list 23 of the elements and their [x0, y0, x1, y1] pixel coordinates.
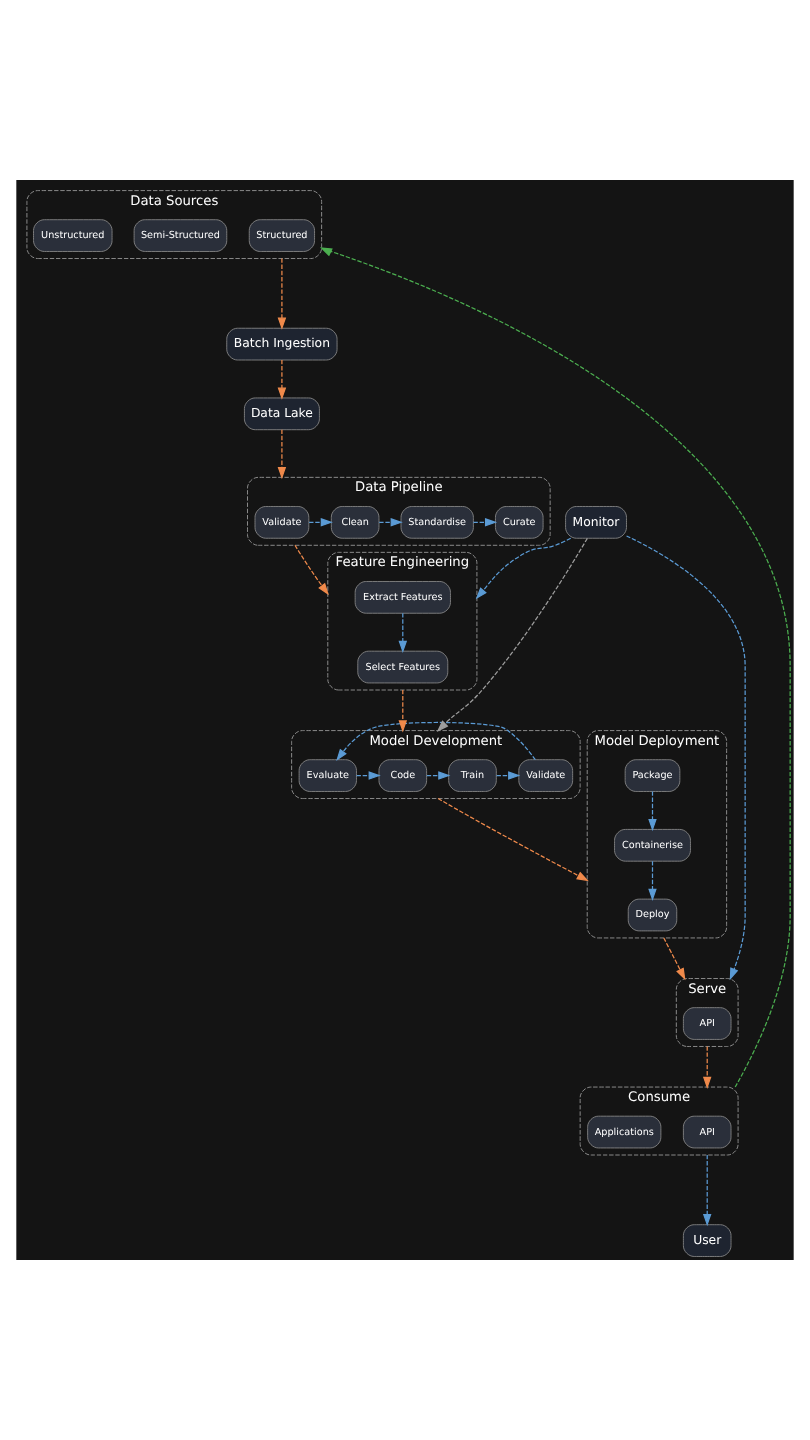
arrow: [663, 937, 686, 981]
arrow: [398, 689, 408, 733]
arrow: [319, 247, 791, 1088]
arrow: [472, 518, 498, 527]
arrow: [648, 860, 657, 901]
arrow: [378, 518, 403, 527]
arrow: [426, 771, 451, 780]
arrow: [277, 359, 287, 400]
arrow: [277, 257, 287, 330]
arrow: [308, 518, 333, 527]
arrow: [336, 721, 536, 761]
arrow: [702, 1045, 712, 1089]
arrow: [436, 537, 588, 732]
arrow: [277, 429, 287, 480]
arrow: [294, 544, 329, 596]
arrow: [437, 797, 589, 882]
arrow: [475, 537, 572, 600]
arrow: [702, 1154, 712, 1227]
arrow: [648, 790, 657, 832]
arrow: [398, 612, 408, 653]
arrow: [495, 771, 521, 780]
arrow: [625, 535, 746, 981]
arrow: [355, 771, 381, 780]
